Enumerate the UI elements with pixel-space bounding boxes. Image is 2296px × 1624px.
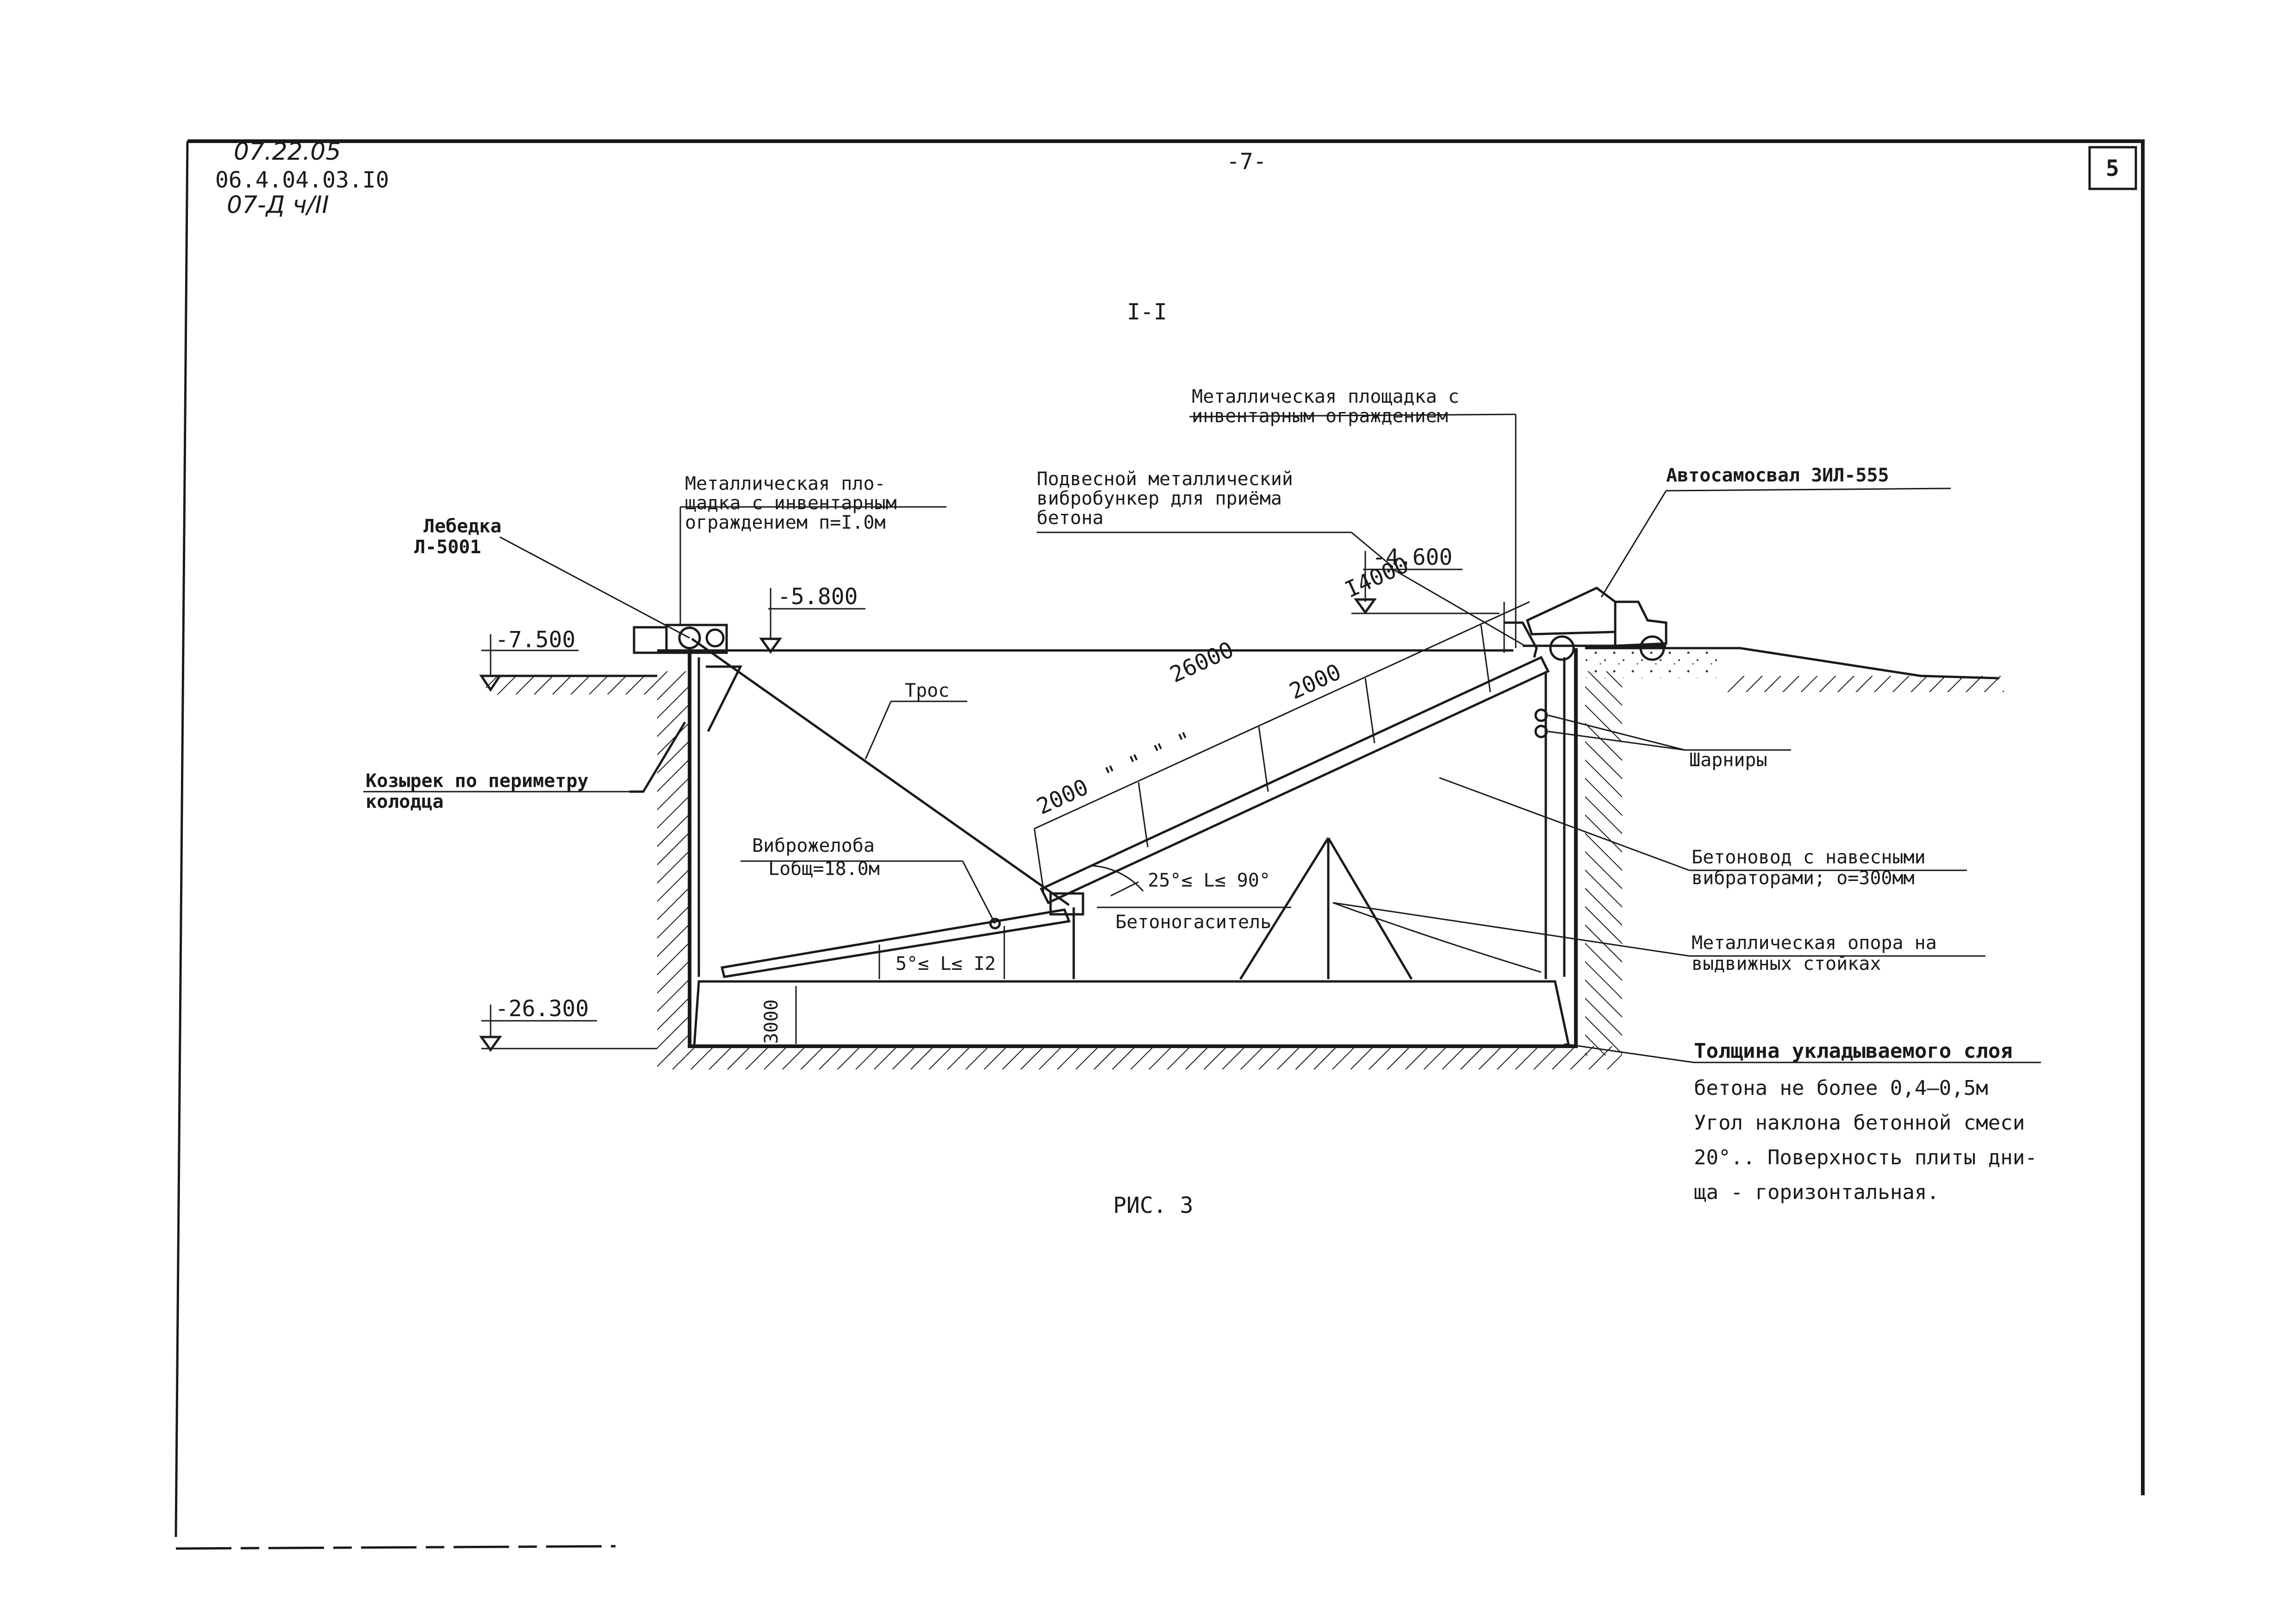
level-marker-ground: -7.500 bbox=[479, 627, 579, 692]
label-platform-left-2: щадка с инвентарным bbox=[685, 493, 897, 514]
level-marker-top: -5.800 bbox=[759, 584, 865, 654]
note-line-3: Угол наклона бетонной смеси bbox=[1694, 1111, 2025, 1135]
label-hinges: Шарниры bbox=[1689, 750, 1767, 771]
code-handwritten-1: 07.22.05 bbox=[234, 138, 341, 166]
label-canopy-2: колодца bbox=[366, 791, 444, 812]
label-cable: Трос bbox=[905, 680, 949, 701]
ground-left bbox=[486, 675, 657, 694]
dim-ditto: " " " " bbox=[1100, 727, 1196, 789]
pit-left-wall bbox=[657, 648, 700, 1056]
code-handwritten-2: 07-Д ч/II bbox=[227, 191, 329, 219]
level-top-platform: -5.800 bbox=[778, 584, 858, 610]
label-canopy-1: Козырек по периметру bbox=[366, 770, 589, 792]
notes-block: Толщина укладываемого слоя бетона не бол… bbox=[1694, 1039, 2037, 1204]
pit-bottom bbox=[657, 977, 1622, 1069]
level-bottom: -26.300 bbox=[495, 996, 589, 1022]
vibro-chute bbox=[720, 860, 1084, 979]
label-support-1: Металлическая опора на bbox=[1692, 932, 1937, 954]
cable bbox=[499, 536, 1070, 906]
section-title: I-I bbox=[1127, 299, 1167, 325]
sheet-number-box bbox=[2088, 146, 2137, 190]
left-platform bbox=[633, 624, 743, 732]
label-winch-2: Л-5001 bbox=[414, 537, 481, 558]
label-vibro-length: Lобщ=18.0м bbox=[768, 858, 880, 880]
label-platform-left-3: ограждением п=I.0м bbox=[685, 512, 885, 533]
level-ground-left: -7.500 bbox=[495, 627, 575, 653]
vibro-hopper bbox=[1503, 602, 1538, 658]
label-winch-1: Лебедка bbox=[423, 516, 502, 537]
header-block: 07.22.05 06.4.04.03.I0 07-Д ч/II -7- 5 bbox=[215, 138, 2137, 219]
note-line-2: бетона не более 0,4–0,5м bbox=[1694, 1076, 1988, 1100]
label-platform-left-1: Металлическая пло- bbox=[685, 473, 885, 494]
label-damper: Бетоногаситель bbox=[1115, 912, 1271, 933]
label-platform-right-1: Металлическая площадка с bbox=[1192, 386, 1459, 407]
label-platform-right-2: инвентарным ограждением bbox=[1192, 406, 1448, 427]
canopy-leader bbox=[629, 721, 686, 793]
dim-angle-chute: 5°≤ L≤ I2 bbox=[896, 953, 996, 974]
ground-right bbox=[1585, 647, 2004, 692]
leaders bbox=[363, 413, 2041, 1063]
concrete-pipe bbox=[1033, 601, 1550, 908]
level-marker-hopper: -4.600 bbox=[1351, 544, 1500, 615]
code-printed: 06.4.04.03.I0 bbox=[215, 167, 389, 193]
dim-seg-b: 2000 bbox=[1286, 659, 1345, 705]
figure-caption: РИС. 3 bbox=[1113, 1193, 1193, 1218]
dim-angle-pipe: 25°≤ L≤ 90° bbox=[1148, 870, 1270, 891]
pipe-dimensions: 2000 " " " " 2000 26000 I4000 bbox=[1033, 552, 1412, 820]
pit-right-wall bbox=[1563, 648, 1622, 1056]
dim-total: 26000 bbox=[1166, 637, 1238, 688]
metal-support bbox=[1072, 671, 1985, 980]
level-hopper: -4.600 bbox=[1372, 544, 1452, 570]
concrete-slab: 3000 bbox=[693, 980, 1571, 1048]
hinges bbox=[1534, 708, 1791, 751]
label-hopper-2: вибробункер для приёма bbox=[1037, 488, 1282, 509]
label-pipe-1: Бетоновод с навесными bbox=[1692, 847, 1926, 868]
note-line-4: 20°.. Поверхность плиты дни- bbox=[1694, 1146, 2037, 1169]
label-vibro-chutes: Виброжелоба bbox=[752, 835, 875, 856]
label-pipe-2: вибраторами; о=300мм bbox=[1692, 868, 1915, 889]
label-truck: Автосамосвал ЗИЛ-555 bbox=[1666, 465, 1889, 486]
dim-seg-a: 2000 bbox=[1033, 774, 1092, 820]
page-frame bbox=[174, 139, 2145, 1550]
label-hopper-1: Подвесной металлический bbox=[1037, 468, 1293, 490]
level-marker-bottom: -26.300 bbox=[479, 996, 657, 1052]
note-line-5: ща - горизонтальная. bbox=[1694, 1181, 1939, 1204]
label-support-2: выдвижных стойках bbox=[1692, 953, 1881, 974]
dump-truck bbox=[1523, 490, 1668, 661]
label-hopper-3: бетона bbox=[1037, 507, 1104, 529]
sheet-number: 5 bbox=[2106, 156, 2119, 181]
note-line-1: Толщина укладываемого слоя bbox=[1694, 1039, 2013, 1063]
slab-thickness-dim: 3000 bbox=[761, 999, 782, 1044]
page-marker: -7- bbox=[1226, 149, 1267, 175]
